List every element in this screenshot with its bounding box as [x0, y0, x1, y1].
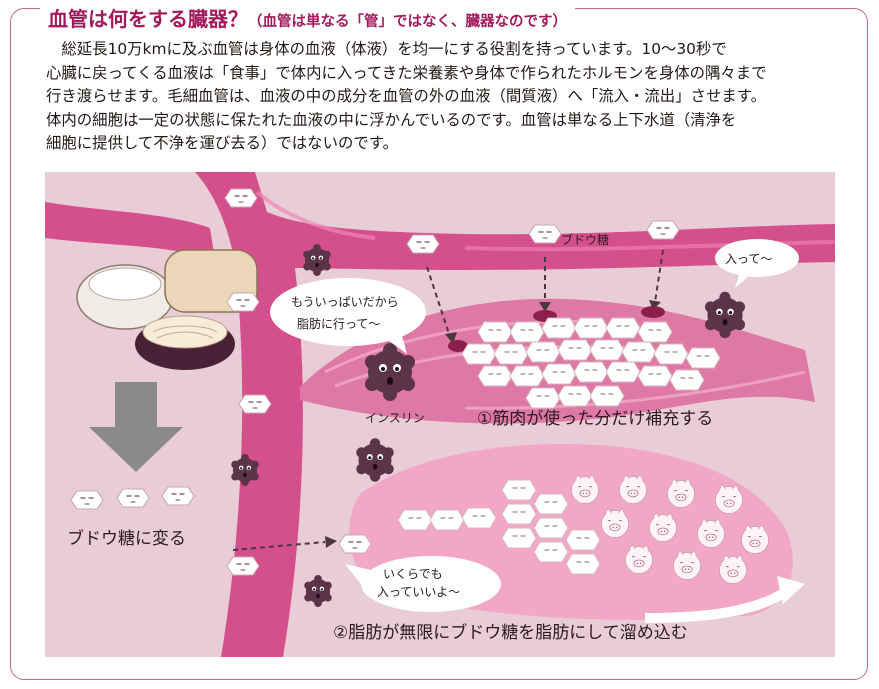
glucose-hex: [224, 188, 258, 208]
pig-icon: [618, 474, 648, 505]
bubble-more-line-1: いくらでも: [383, 567, 443, 581]
body-line: 行き渡らせます。毛細血管は、血液の中の成分を血管の外の血液（間質液）へ「流入・流…: [46, 87, 766, 105]
glucose-hex: [226, 556, 260, 576]
fat-caption: ②脂肪が無限にブドウ糖を脂肪にして溜め込む: [333, 622, 688, 643]
speech-bubble-full: もういっぱいだから 脂肪に行って～: [270, 278, 426, 354]
body-line: 心臓に戻ってくる血液は「食事」で体内に入ってきた栄養素や身体で作られたホルモンを…: [46, 63, 767, 82]
glucose-hex: [528, 224, 562, 244]
insulin-label: インスリン: [365, 411, 425, 425]
glucose-convert-label: ブドウ糖に変る: [67, 528, 186, 549]
bubble-full-line-2: 脂肪に行って～: [297, 316, 380, 331]
dashed-arrow-to-fat: [232, 541, 326, 551]
white-curve-arrow: [644, 587, 788, 623]
section-header: 血管は何をする臓器？ （血管は単なる「管」ではなく、臓器なのです）: [40, 3, 575, 32]
glucose-hex: [238, 394, 272, 414]
pig-icon: [718, 554, 748, 585]
pig-icon: [648, 512, 678, 543]
illustration-svg: ブドウ糖 入って～ もういっぱいだから 脂肪に行って～ いくらでも 入っていいよ…: [45, 172, 835, 657]
left-vessel-branch: [45, 202, 215, 260]
pig-icon: [672, 550, 702, 581]
pig-icon: [696, 518, 726, 549]
gray-down-arrow: [89, 382, 183, 472]
main-vessel: [195, 172, 835, 657]
illustration: ブドウ糖 入って～ もういっぱいだから 脂肪に行って～ いくらでも 入っていいよ…: [45, 172, 835, 657]
glucose-hex: [70, 490, 104, 510]
glucose-hex: [338, 534, 372, 554]
body-line: 総延長10万kmに及ぶ血管は身体の血液（体液）を均一にする役割を持っています。1…: [61, 40, 727, 58]
bubble-more-line-2: 入っていいよ～: [377, 585, 460, 599]
muscle-caption: ①筋肉が使った分だけ補充する: [477, 408, 713, 429]
receptor-icon: [641, 306, 665, 318]
body-line: 体内の細胞は一定の状態に保たれた血液の中に浮かんでいるのです。血管は単なる上下水…: [46, 110, 737, 129]
blood-vessel-network: [45, 172, 835, 657]
bubble-enter-text: 入って～: [725, 252, 772, 266]
pig-icon: [570, 474, 600, 505]
glucose-hex: [646, 220, 680, 240]
glucose-hex: [406, 234, 440, 254]
pig-icon: [666, 478, 696, 509]
body-line: 細胞に提供して不浄を運び去る）ではないのです。: [46, 134, 398, 152]
page-title: 血管は何をする臓器？: [48, 7, 248, 31]
speech-bubble-enter: 入って～: [715, 239, 799, 288]
dashed-arrows: [426, 249, 664, 338]
page-subtitle: （血管は単なる「管」ではなく、臓器なのです）: [248, 14, 567, 30]
pig-icon: [740, 524, 770, 555]
glucose-hex: [226, 292, 260, 312]
food-illustration: [76, 249, 258, 370]
pig-icon: [714, 484, 744, 515]
glucose-hex: [161, 486, 195, 506]
body-paragraph: 総延長10万kmに及ぶ血管は身体の血液（体液）を均一にする役割を持っています。1…: [46, 38, 850, 156]
pig-icon: [624, 544, 654, 575]
receptor-icon: [448, 340, 468, 352]
muscle-shape: [300, 298, 815, 424]
pig-icon: [600, 508, 630, 539]
speech-bubble-more: いくらでも 入っていいよ～: [345, 556, 501, 612]
glucose-hex: [116, 488, 150, 508]
glucose-label: ブドウ糖: [561, 232, 609, 247]
bubble-full-line-1: もういっぱいだから: [291, 295, 399, 309]
